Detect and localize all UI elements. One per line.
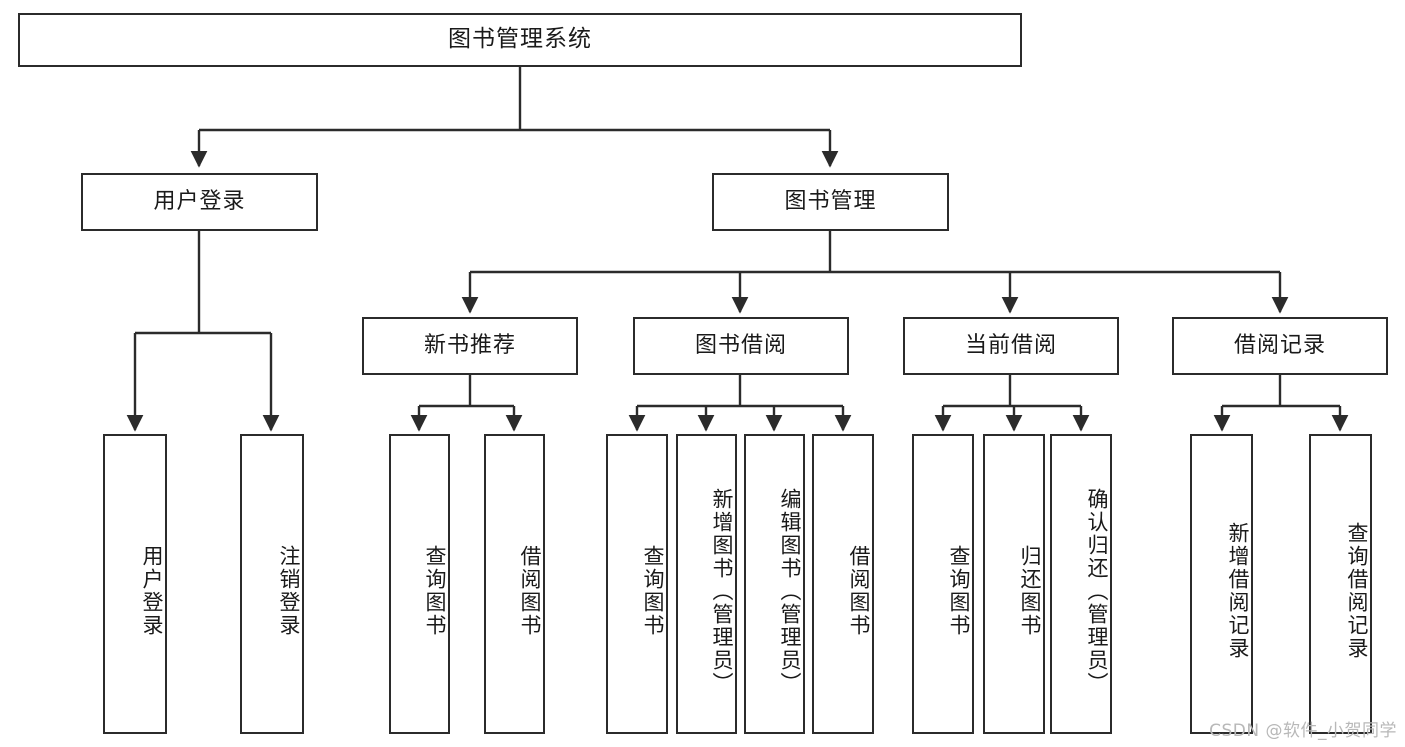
node-label: 图书管理系统 bbox=[448, 26, 592, 53]
node-book-borrow[interactable]: 图书借阅 bbox=[633, 317, 849, 375]
node-current-borrow[interactable]: 当前借阅 bbox=[903, 317, 1119, 375]
leaf-borrow-add-book-admin[interactable]: 新增图书（管理员） bbox=[676, 434, 737, 734]
node-label: 查询图书 bbox=[423, 545, 447, 637]
leaf-user-login-signin[interactable]: 用户登录 bbox=[103, 434, 167, 734]
node-book-management[interactable]: 图书管理 bbox=[712, 173, 949, 231]
node-label: 图书管理 bbox=[784, 188, 877, 214]
node-label: 借阅图书 bbox=[518, 545, 542, 637]
node-label: 当前借阅 bbox=[964, 332, 1057, 358]
node-label: 新增借阅记录 bbox=[1226, 522, 1250, 660]
leaf-new-book-borrow[interactable]: 借阅图书 bbox=[484, 434, 545, 734]
node-label: 用户登录 bbox=[140, 545, 164, 637]
node-label: 用户登录 bbox=[153, 188, 246, 214]
node-label: 新书推荐 bbox=[423, 332, 516, 358]
node-new-book-recommend[interactable]: 新书推荐 bbox=[362, 317, 578, 375]
node-label: 注销登录 bbox=[277, 545, 301, 637]
node-label: 查询图书 bbox=[641, 545, 665, 637]
leaf-current-query-book[interactable]: 查询图书 bbox=[912, 434, 974, 734]
node-user-login[interactable]: 用户登录 bbox=[81, 173, 318, 231]
leaf-new-book-query[interactable]: 查询图书 bbox=[389, 434, 450, 734]
node-borrow-record[interactable]: 借阅记录 bbox=[1172, 317, 1388, 375]
node-label: 归还图书 bbox=[1018, 545, 1042, 637]
node-root-system[interactable]: 图书管理系统 bbox=[18, 13, 1022, 67]
node-label: 查询借阅记录 bbox=[1345, 522, 1369, 660]
node-label: 借阅图书 bbox=[847, 545, 871, 637]
leaf-user-login-signout[interactable]: 注销登录 bbox=[240, 434, 304, 734]
node-label: 图书借阅 bbox=[694, 332, 787, 358]
node-label: 查询图书 bbox=[947, 545, 971, 637]
leaf-borrow-borrow-book[interactable]: 借阅图书 bbox=[812, 434, 874, 734]
leaf-current-confirm-return-admin[interactable]: 确认归还（管理员） bbox=[1050, 434, 1112, 734]
leaf-record-add[interactable]: 新增借阅记录 bbox=[1190, 434, 1253, 734]
leaf-record-query[interactable]: 查询借阅记录 bbox=[1309, 434, 1372, 734]
node-label: 借阅记录 bbox=[1233, 332, 1326, 358]
leaf-borrow-query-book[interactable]: 查询图书 bbox=[606, 434, 668, 734]
leaf-current-return-book[interactable]: 归还图书 bbox=[983, 434, 1045, 734]
node-label: 编辑图书（管理员） bbox=[778, 487, 802, 695]
watermark-credit: CSDN @软件_小贺同学 bbox=[1209, 721, 1397, 741]
node-label: 新增图书（管理员） bbox=[710, 487, 734, 695]
leaf-borrow-edit-book-admin[interactable]: 编辑图书（管理员） bbox=[744, 434, 805, 734]
node-label: 确认归还（管理员） bbox=[1085, 487, 1109, 695]
